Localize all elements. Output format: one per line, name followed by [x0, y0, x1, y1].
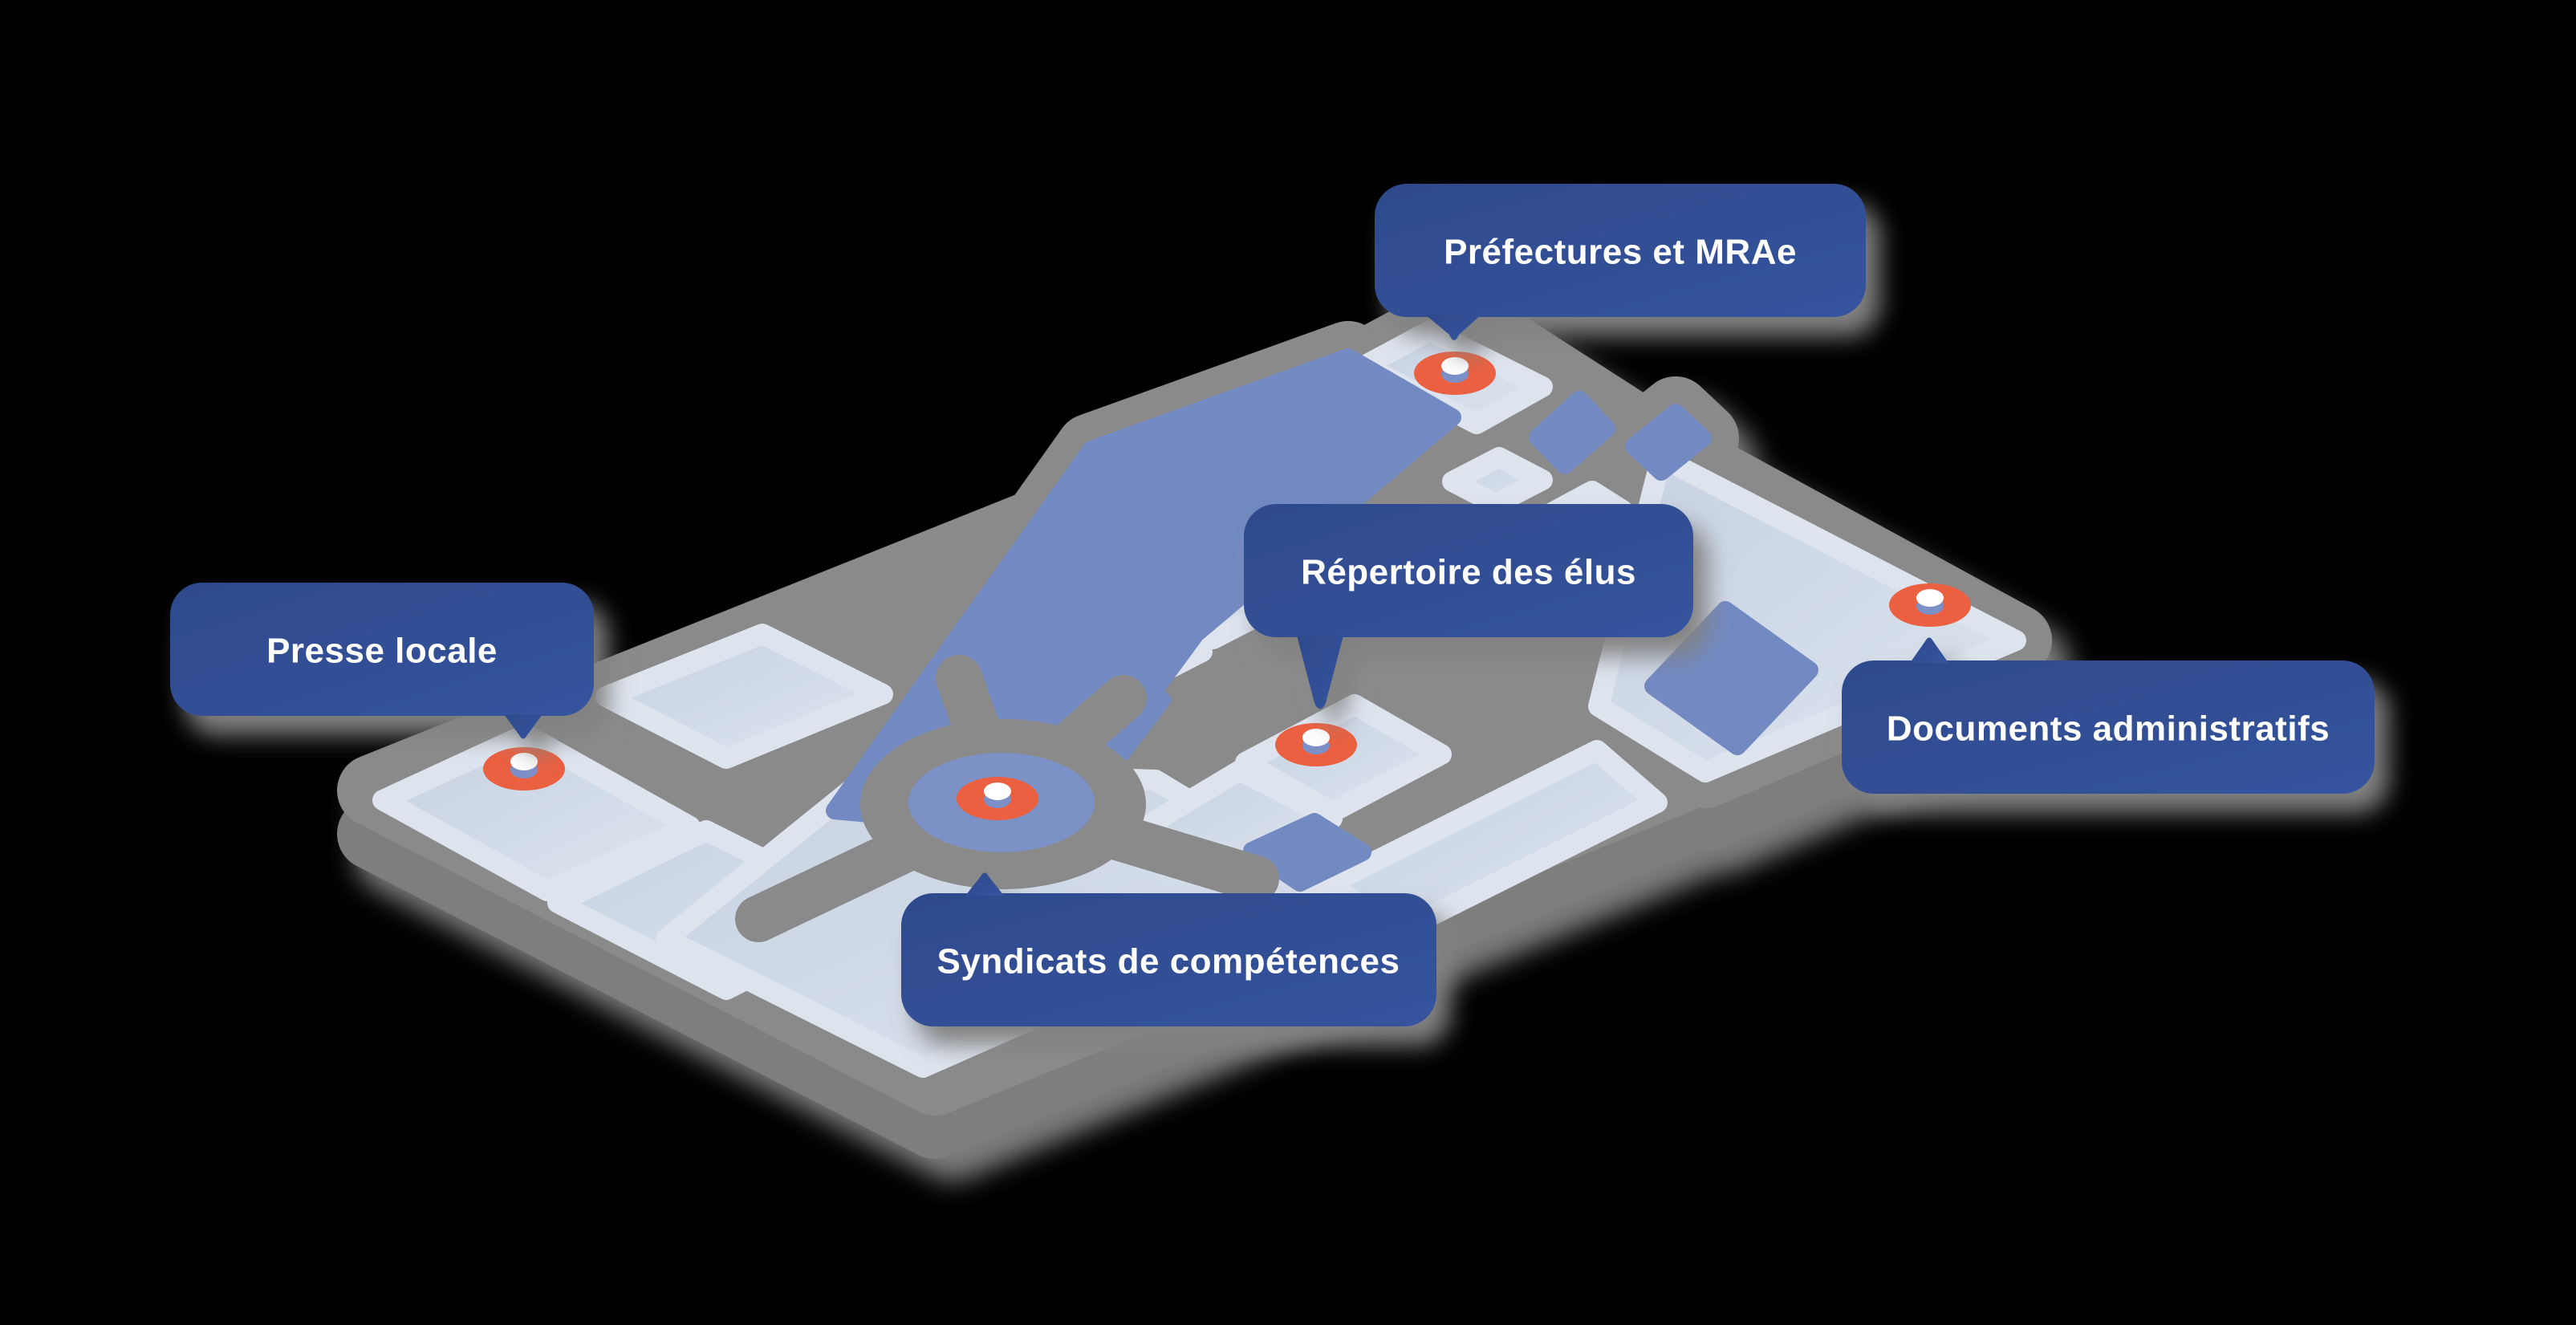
callout-bubble — [901, 893, 1436, 1026]
map-pins — [483, 352, 1971, 820]
callout-bubble — [170, 583, 594, 716]
callout-pointer — [1297, 636, 1343, 709]
callout-bubble — [1375, 184, 1866, 317]
blue-building — [1625, 404, 1712, 481]
callout-pointer — [504, 714, 542, 739]
callouts: Préfectures et MRAe Presse locale Répert… — [170, 184, 2375, 1026]
pin-top — [1441, 357, 1469, 375]
blue-building — [1243, 813, 1371, 892]
callout-pointer — [1425, 315, 1481, 340]
map-pin-icon-syndicats[interactable] — [957, 777, 1038, 820]
callout-documents[interactable]: Documents administratifs — [1842, 637, 2375, 795]
map-pin-icon-documents[interactable] — [1889, 583, 1971, 627]
city-map — [373, 331, 2016, 1123]
callout-syndicats[interactable]: Syndicats de compétences — [901, 872, 1436, 1027]
blue-building — [1644, 601, 1818, 755]
callout-label: Préfectures et MRAe — [1444, 233, 1797, 272]
map-pin-icon-presse[interactable] — [483, 747, 565, 791]
pin-top — [510, 753, 538, 770]
callout-bubble — [1244, 504, 1693, 637]
callout-pointer — [965, 872, 1004, 896]
callout-presse[interactable]: Presse locale — [170, 583, 594, 739]
pin-top — [1916, 589, 1944, 607]
city-block — [595, 624, 893, 769]
callout-repertoire[interactable]: Répertoire des élus — [1244, 504, 1693, 709]
blue-building — [1529, 391, 1615, 474]
city-block — [372, 724, 701, 901]
callout-label: Documents administratifs — [1887, 709, 2330, 749]
map-pin-icon-prefectures[interactable] — [1414, 352, 1496, 395]
callout-label: Presse locale — [266, 632, 498, 671]
callout-bubble — [1842, 660, 2375, 794]
pin-top — [1302, 729, 1330, 746]
callout-prefectures[interactable]: Préfectures et MRAe — [1375, 184, 1866, 340]
map-pin-icon-repertoire[interactable] — [1275, 723, 1357, 766]
callout-label: Répertoire des élus — [1301, 553, 1636, 592]
callout-pointer — [1910, 637, 1948, 663]
pin-top — [984, 782, 1011, 800]
callout-label: Syndicats de compétences — [937, 942, 1400, 982]
city-block — [1442, 447, 1553, 514]
